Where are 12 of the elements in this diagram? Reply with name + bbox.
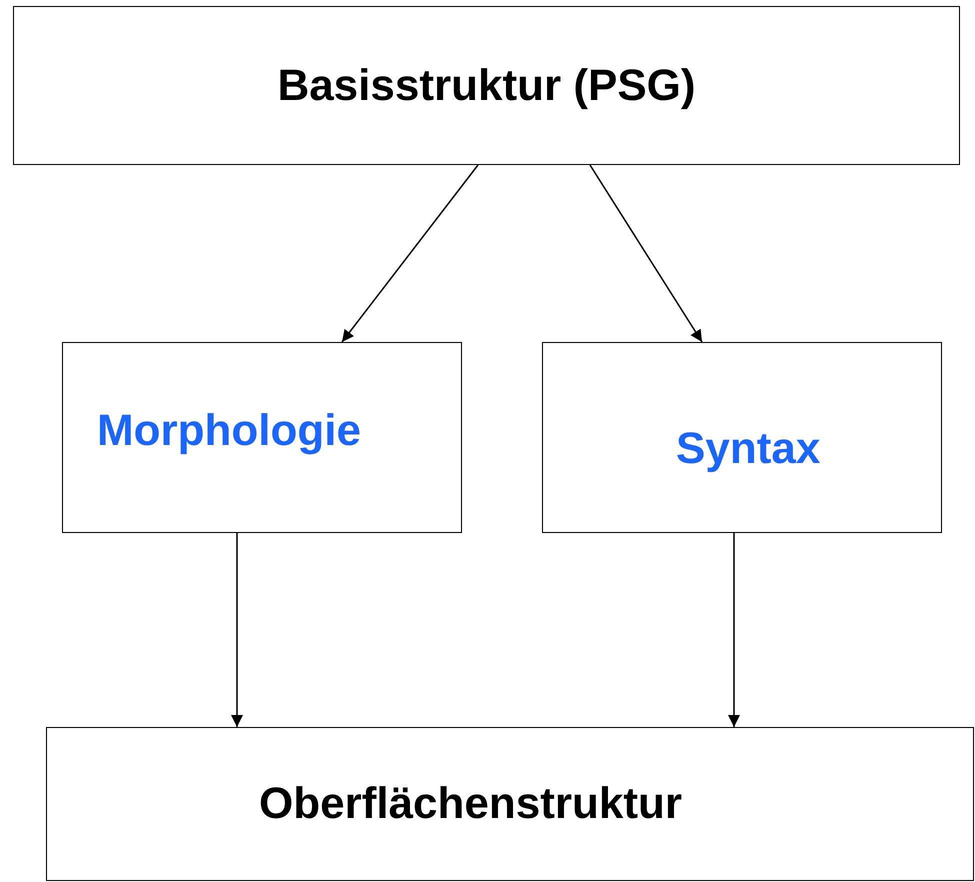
box-label: Oberflächenstruktur (259, 778, 682, 830)
process-box (13, 6, 960, 165)
process-box (62, 342, 462, 533)
arrow (728, 533, 740, 727)
process-box (542, 342, 942, 533)
process-box (46, 727, 974, 881)
arrow (231, 533, 243, 727)
box-label: Syntax (676, 423, 820, 475)
box-label: Morphologie (97, 405, 361, 457)
arrow (589, 164, 703, 342)
arrow (341, 164, 479, 342)
box-label: Basisstruktur (PSG) (277, 60, 696, 112)
